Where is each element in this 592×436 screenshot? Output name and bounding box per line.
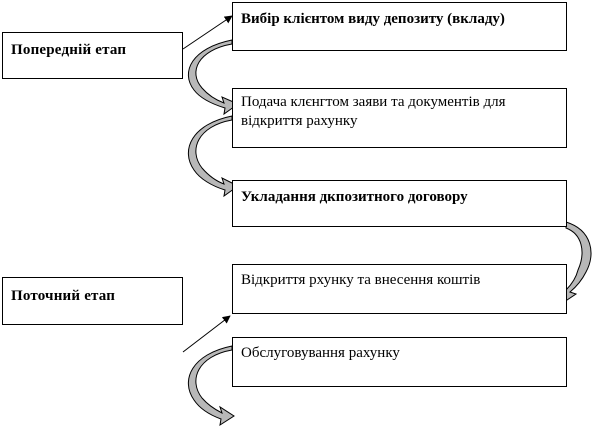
curved-arrow-step2-to-step3 bbox=[187, 115, 239, 198]
step-box-3: Укладання дкпозитного договору bbox=[232, 180, 567, 227]
preliminary-stage-label: Попередній етап bbox=[11, 42, 127, 58]
step-label-3: Укладання дкпозитного договору bbox=[241, 189, 468, 205]
curved-arrow-step1-to-step2 bbox=[187, 39, 240, 116]
step-label-1: Вибір клієнтом виду депозиту (вкладу) bbox=[241, 11, 505, 27]
arrow-preliminary-to-step1 bbox=[182, 15, 233, 50]
current-stage-box: Поточний етап bbox=[2, 277, 183, 325]
step-label-2: Подача клєнгтом заяви та документів для … bbox=[241, 94, 506, 129]
curved-arrow-step5-continue bbox=[187, 345, 235, 427]
step-box-1: Вибір клієнтом виду депозиту (вкладу) bbox=[232, 2, 567, 51]
arrow-current-to-step4 bbox=[182, 315, 231, 353]
step-box-4: Відкриття рхунку та внесення коштів bbox=[232, 264, 567, 314]
step-box-5: Обслуговування рахунку bbox=[232, 337, 567, 387]
step-label-4: Відкриття рхунку та внесення коштів bbox=[241, 272, 481, 288]
step-label-5: Обслуговування рахунку bbox=[241, 345, 400, 361]
step-box-2: Подача клєнгтом заяви та документів для … bbox=[232, 88, 567, 148]
current-stage-label: Поточний етап bbox=[11, 288, 116, 304]
preliminary-stage-box: Попередній етап bbox=[2, 32, 183, 79]
